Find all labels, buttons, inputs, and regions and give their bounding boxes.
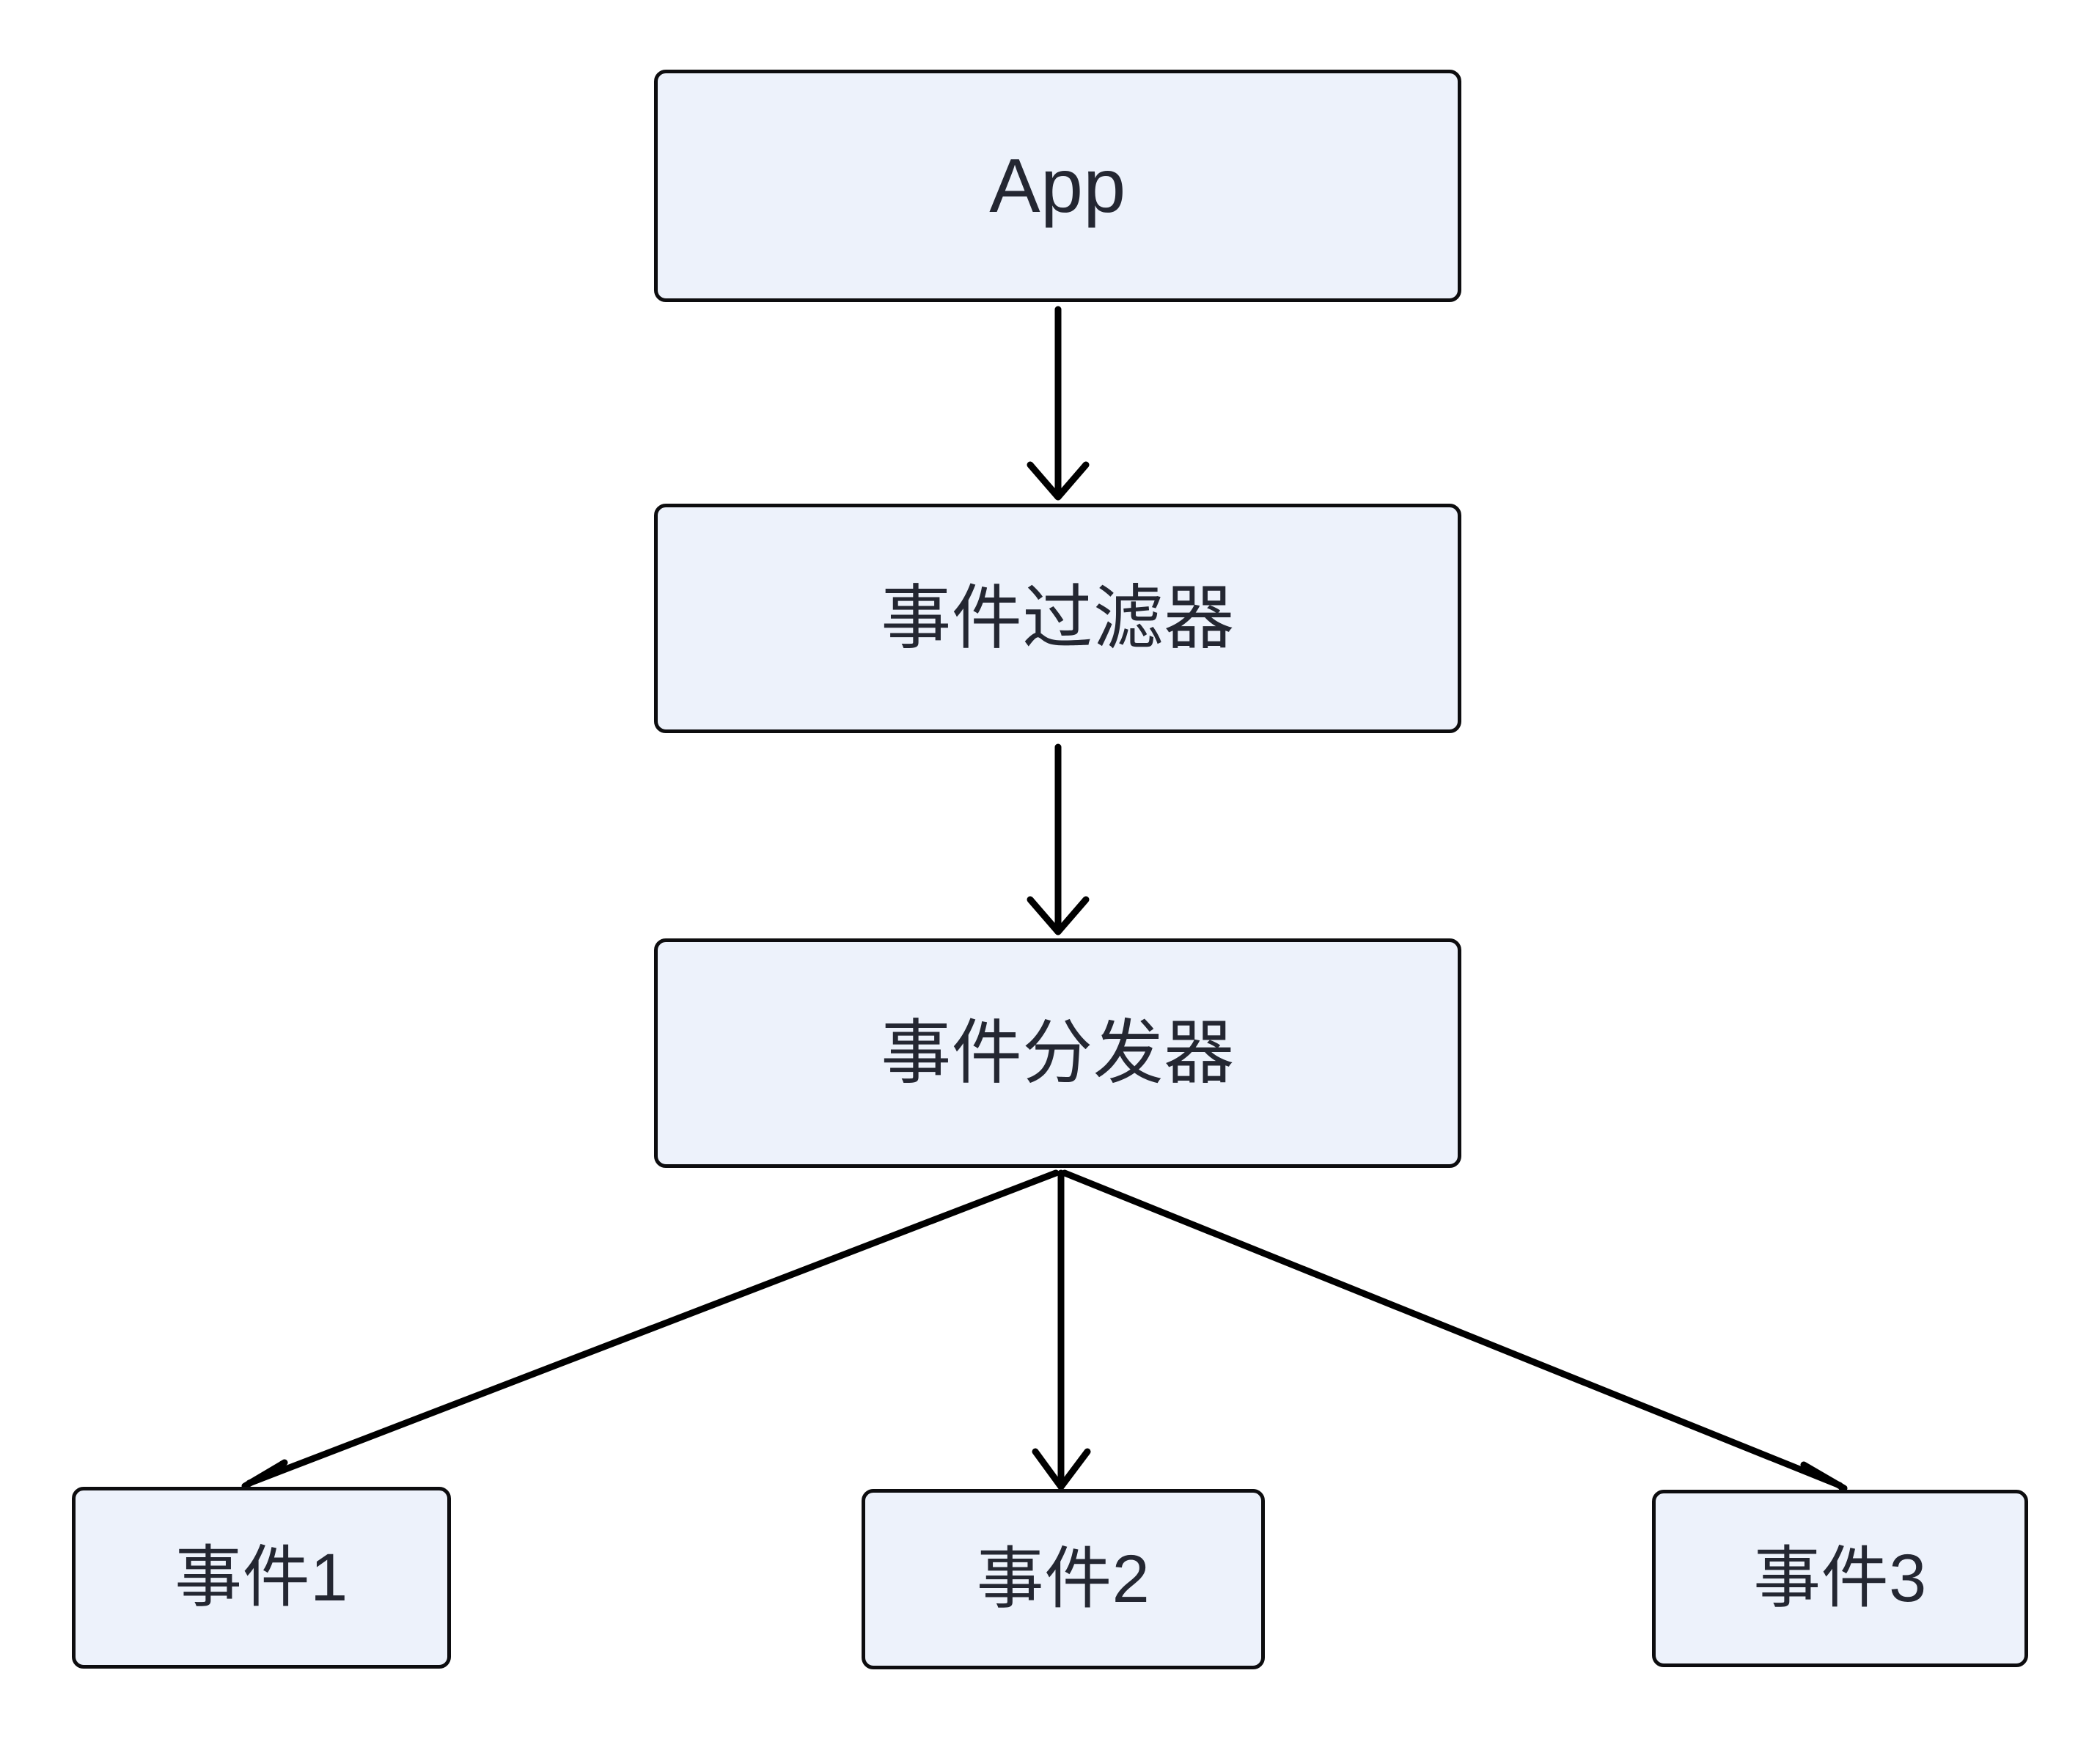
node-app-label: App: [989, 143, 1126, 229]
node-event-filter-label: 事件过滤器: [881, 578, 1235, 658]
node-event-3-label: 事件3: [1753, 1541, 1927, 1616]
node-event-2[interactable]: 事件2: [862, 1489, 1265, 1669]
arrowhead-filter-to-dispatch: [1027, 896, 1090, 935]
arrowhead-app-to-filter: [1027, 461, 1090, 501]
node-app[interactable]: App: [654, 70, 1461, 302]
node-event-1-label: 事件1: [175, 1540, 348, 1615]
edge-dispatch-to-event3: [1061, 1169, 1843, 1489]
node-event-dispatcher[interactable]: 事件分发器: [654, 938, 1461, 1168]
edge-dispatch-to-event1: [246, 1169, 1060, 1487]
node-event-3[interactable]: 事件3: [1652, 1490, 2028, 1667]
node-event-dispatcher-label: 事件分发器: [881, 1013, 1235, 1092]
arrowhead-dispatch-to-event2: [1032, 1448, 1091, 1490]
node-event-2-label: 事件2: [976, 1542, 1150, 1617]
node-event-1[interactable]: 事件1: [72, 1487, 451, 1669]
node-event-filter[interactable]: 事件过滤器: [654, 504, 1461, 733]
